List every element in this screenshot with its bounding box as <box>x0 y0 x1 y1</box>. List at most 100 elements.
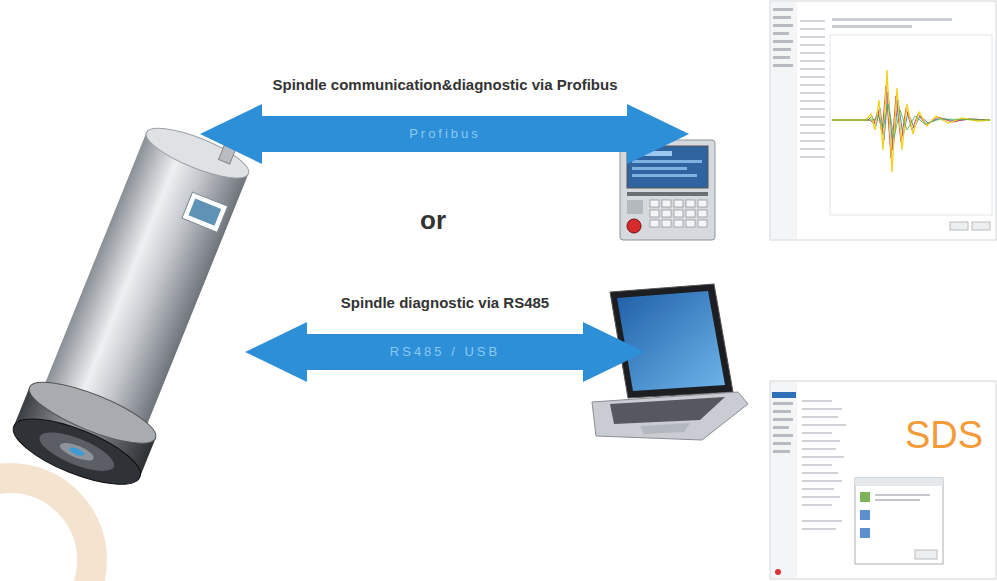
chart-screenshot <box>800 132 825 134</box>
sds-screenshot <box>802 480 842 482</box>
chart-screenshot <box>773 8 793 11</box>
sds-screenshot <box>802 440 840 442</box>
sds-screenshot <box>773 410 791 413</box>
sds-screenshot <box>773 402 793 453</box>
cnc-panel <box>650 210 659 217</box>
spindle <box>182 192 228 232</box>
chart-screenshot <box>800 124 825 126</box>
cnc-panel <box>662 220 671 227</box>
sds-screenshot <box>802 408 842 410</box>
sds-screenshot <box>773 418 793 421</box>
sds-screenshot <box>860 492 870 502</box>
sds-screenshot <box>860 528 870 538</box>
cnc-panel <box>686 220 695 227</box>
sds-screenshot <box>802 424 846 426</box>
chart-screenshot <box>800 108 825 110</box>
cnc-panel <box>627 192 708 196</box>
laptop <box>617 291 725 391</box>
chart-screenshot <box>773 40 793 43</box>
cnc-panel <box>632 167 687 170</box>
double-arrow <box>200 104 689 164</box>
chart-screenshot <box>800 156 825 158</box>
cnc-panel <box>662 200 671 207</box>
chart-screenshot <box>770 1 996 240</box>
chart-screenshot <box>800 28 825 30</box>
cnc-panel <box>698 210 707 217</box>
chart-screenshot <box>771 2 797 239</box>
sds-screenshot <box>775 569 781 575</box>
connector-word: or <box>420 205 446 236</box>
spindle <box>6 406 149 498</box>
chart-screenshot <box>800 148 825 150</box>
cnc-panel <box>650 200 707 227</box>
cnc-panel <box>674 220 683 227</box>
sds-screenshot <box>802 400 846 530</box>
sds-screenshot <box>773 402 793 405</box>
chart-screenshot <box>800 20 825 158</box>
sds-screenshot <box>875 499 920 501</box>
spindle <box>6 96 274 497</box>
sds-screenshot <box>855 478 943 486</box>
sds-screenshot <box>802 400 832 402</box>
chart-screenshot <box>773 64 793 67</box>
sds-screenshot <box>802 416 838 418</box>
double-arrow <box>245 322 645 382</box>
cnc-panel <box>698 200 707 207</box>
cnc-panel <box>674 200 683 207</box>
cnc-panel <box>686 210 695 217</box>
cnc-panel <box>662 210 671 217</box>
software-logo: SDS <box>905 414 983 457</box>
sds-screenshot <box>770 381 996 579</box>
sds-screenshot <box>770 381 996 579</box>
sds-screenshot <box>802 488 834 490</box>
spindle <box>68 446 85 458</box>
laptop <box>640 423 690 434</box>
chart-screenshot <box>773 16 791 19</box>
chart-screenshot <box>830 35 992 215</box>
cnc-panel <box>650 200 659 207</box>
sds-screenshot <box>802 520 842 522</box>
decor-ring <box>0 478 92 581</box>
chart-screenshot <box>773 32 789 35</box>
chart-screenshot <box>770 1 996 240</box>
chart-screenshot <box>800 100 825 102</box>
protocol-label: Profibus <box>200 104 689 164</box>
chart-screenshot <box>800 68 825 70</box>
sds-screenshot <box>802 464 832 466</box>
chart-screenshot <box>800 60 825 62</box>
spindle <box>58 439 96 464</box>
chart-screenshot <box>832 104 990 138</box>
sds-screenshot <box>875 494 930 496</box>
chart-screenshot <box>773 24 793 27</box>
chart-screenshot <box>800 116 825 118</box>
connection-arrow: Spindle diagnostic via RS485RS485 / USB <box>245 294 645 382</box>
chart-screenshot <box>972 222 990 230</box>
spindle <box>35 425 119 479</box>
sds-screenshot <box>802 496 840 498</box>
sds-screenshot <box>771 382 797 578</box>
spindle <box>188 199 221 226</box>
sds-screenshot <box>855 478 943 564</box>
chart-screenshot <box>800 76 825 78</box>
sds-screenshot <box>802 528 836 530</box>
cnc-panel <box>627 200 643 214</box>
decor-ring <box>0 478 92 581</box>
chart-screenshot <box>832 18 952 21</box>
laptop <box>610 284 733 398</box>
sds-screenshot <box>802 448 836 450</box>
sds-screenshot <box>802 456 844 458</box>
chart-screenshot <box>800 36 825 38</box>
sds-screenshot <box>773 434 793 437</box>
cnc-panel <box>686 200 695 207</box>
laptop <box>592 392 748 440</box>
chart-screenshot <box>800 20 825 22</box>
chart-screenshot <box>950 222 968 230</box>
sds-screenshot <box>773 442 791 445</box>
protocol-label: RS485 / USB <box>245 322 645 382</box>
chart-screenshot <box>773 48 791 51</box>
cnc-panel <box>650 220 659 227</box>
sds-screenshot <box>802 504 832 506</box>
sds-screenshot <box>802 472 838 474</box>
cnc-panel <box>632 174 697 177</box>
chart-screenshot <box>800 92 825 94</box>
